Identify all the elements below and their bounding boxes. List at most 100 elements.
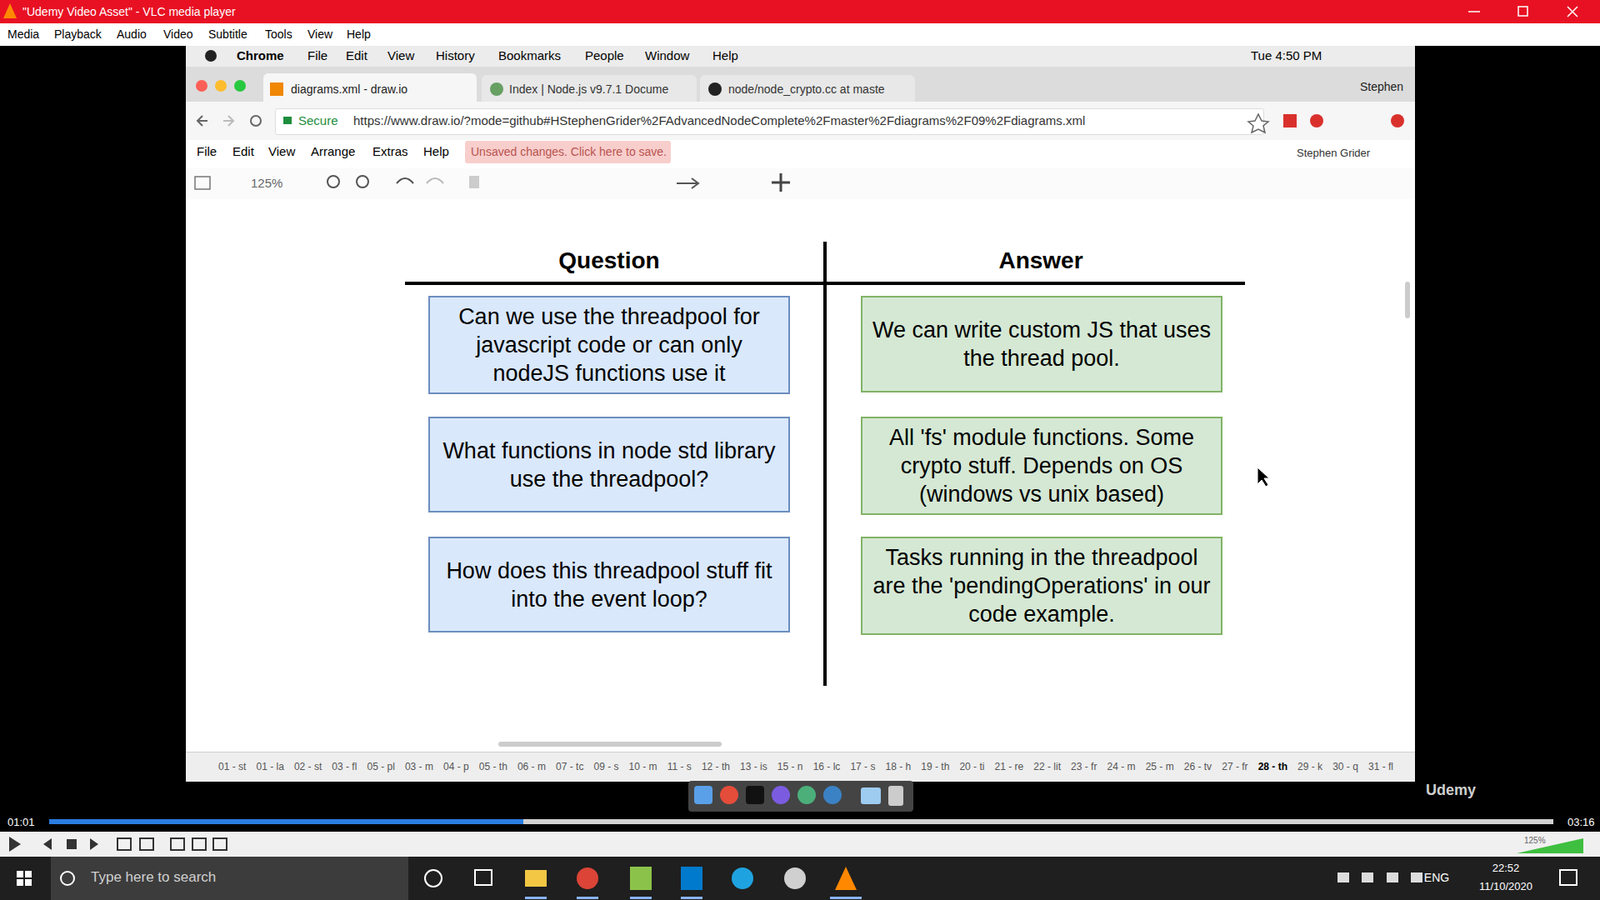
- lock-icon: [283, 116, 292, 125]
- ui-label: View: [387, 48, 415, 64]
- column-heading: Answer: [998, 246, 1083, 275]
- ui-label: 125%: [250, 175, 283, 191]
- dock-icon: [860, 787, 881, 805]
- vlc-icon: [3, 3, 17, 19]
- page-tab: 28 - th: [1258, 760, 1288, 773]
- extension-icon: [1283, 114, 1297, 128]
- ui-label: "Udemy Video Asset" - VLC media player: [22, 5, 236, 20]
- fullscreen-button: [117, 838, 131, 850]
- settings-button: [140, 838, 154, 850]
- page-tab: 02 - st: [294, 760, 322, 773]
- delete-icon: [469, 175, 480, 189]
- mouse-pointer: [1257, 467, 1270, 487]
- taskbar-app: [784, 867, 806, 890]
- page-tab: 09 - s: [594, 760, 620, 773]
- ui-label: Stephen: [1360, 80, 1404, 95]
- page-tab: 30 - q: [1332, 760, 1359, 773]
- page-tab: 12 - th: [701, 760, 730, 773]
- box-text: All 'fs' module functions. Some crypto s…: [867, 423, 1216, 509]
- ui-label: View: [268, 144, 295, 160]
- box-text: What functions in node std library use t…: [435, 436, 784, 494]
- taskbar-app: [731, 867, 754, 890]
- ui-label: Index | Node.js v9.7.1 Docume: [509, 82, 669, 97]
- traffic-light: [234, 80, 246, 92]
- running-indicator: [576, 896, 599, 900]
- page-tab-row: 01 - st01 - la02 - st03 - fl05 - pl03 - …: [218, 757, 1394, 776]
- vlc-controls: [0, 831, 1600, 857]
- ui-label: ENG: [1424, 870, 1450, 885]
- page-tab: 13 - is: [740, 760, 768, 773]
- ui-label: Udemy: [1425, 781, 1476, 800]
- extension-icon: [1390, 114, 1405, 128]
- github-favicon: [708, 82, 722, 96]
- start-button: [25, 870, 32, 878]
- page-tab: 05 - th: [479, 760, 508, 773]
- running-indicator: [630, 896, 652, 900]
- back-button: [197, 115, 208, 126]
- ui-label: File: [307, 48, 328, 64]
- ui-label: Type here to search: [90, 869, 216, 886]
- ui-label: Tools: [265, 27, 293, 42]
- running-indicator: [525, 896, 547, 900]
- taskbar-app: [576, 867, 599, 890]
- ui-label: Arrange: [310, 144, 355, 160]
- bookmark-star: [1248, 114, 1269, 133]
- connection-icon: [676, 178, 699, 189]
- page-tab: 29 - k: [1297, 760, 1323, 773]
- taskbar-app: [835, 866, 857, 890]
- ui-label: View: [307, 27, 333, 42]
- seek-progress: [49, 819, 524, 825]
- notification-icon: [1560, 870, 1577, 885]
- ui-label: Subtitle: [208, 27, 248, 42]
- extension-icon: [1310, 114, 1324, 128]
- page-tab: 04 - p: [443, 760, 470, 773]
- question-box: What functions in node std library use t…: [428, 416, 790, 513]
- ui-label: Edit: [345, 48, 368, 64]
- answer-box: Tasks running in the threadpool are the …: [860, 536, 1223, 635]
- running-indicator: [680, 896, 703, 900]
- taskbar-app: [630, 866, 652, 890]
- search-icon: [60, 871, 75, 885]
- forward-button: [223, 115, 234, 126]
- ui-label: Help: [346, 27, 371, 42]
- ui-label: Window: [645, 48, 690, 64]
- ui-label: 01:01: [7, 815, 35, 830]
- page-tab: 01 - la: [255, 760, 284, 773]
- dock-icon: [797, 785, 816, 805]
- ui-label: Media: [7, 27, 40, 42]
- page-tab: 06 - m: [517, 760, 546, 773]
- shuffle-button: [213, 838, 227, 850]
- zoom-out-icon: [356, 175, 369, 188]
- question-box: How does this threadpool stuff fit into …: [428, 536, 790, 633]
- redo-icon: [426, 178, 444, 184]
- ui-label: Bookmarks: [498, 48, 561, 64]
- ui-label: Tue 4:50 PM: [1250, 48, 1322, 64]
- dock-icon: [888, 785, 904, 806]
- page-tab: 01 - st: [218, 760, 246, 773]
- page-tab: 16 - lc: [813, 760, 841, 773]
- tray-icon: [1361, 872, 1374, 883]
- running-indicator: [830, 896, 862, 900]
- page-tab: 11 - s: [667, 760, 692, 773]
- previous-button: [43, 838, 52, 850]
- close-button: [1567, 6, 1578, 17]
- ui-label: 22:52: [1492, 861, 1520, 875]
- answer-box: All 'fs' module functions. Some crypto s…: [860, 416, 1223, 515]
- ui-label: Playback: [54, 27, 102, 42]
- page-tab: 23 - fr: [1070, 760, 1097, 773]
- ui-label: Unsaved changes. Click here to save.: [470, 145, 667, 160]
- page-tab: 20 - ti: [959, 760, 985, 773]
- ui-label: Video: [163, 27, 194, 42]
- page-tab: 10 - m: [629, 760, 658, 773]
- page-tab: 19 - th: [920, 760, 950, 773]
- answer-box: We can write custom JS that uses the thr…: [860, 295, 1223, 393]
- box-text: We can write custom JS that uses the thr…: [867, 315, 1216, 373]
- vlc-titlebar: [0, 0, 1600, 24]
- cortana-icon: [425, 870, 442, 887]
- ui-label: diagrams.xml - draw.io: [290, 82, 408, 97]
- page-tab: 05 - pl: [366, 760, 395, 773]
- dock-icon: [823, 785, 842, 805]
- page-tab: 15 - n: [777, 760, 804, 773]
- undo-icon: [396, 178, 414, 184]
- box-text: Tasks running in the threadpool are the …: [867, 543, 1216, 629]
